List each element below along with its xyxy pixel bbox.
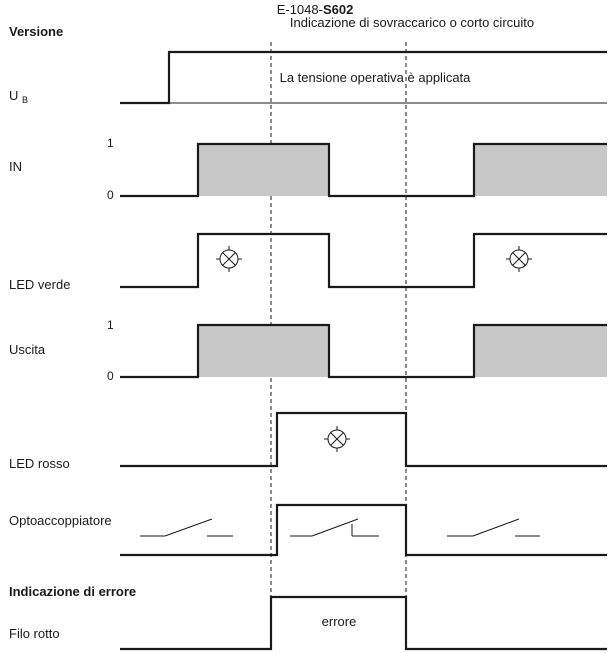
- diagram-subtitle: Indicazione di sovraccarico o corto circ…: [289, 15, 535, 30]
- in-high-tick: 1: [107, 136, 114, 150]
- led-rosso-waveform: [120, 411, 607, 468]
- model-prefix: E-1048-: [276, 2, 323, 17]
- uscita-pulse-fill-1: [198, 325, 329, 377]
- error-section-title: Indicazione di errore: [9, 584, 137, 599]
- model-suffix: S602: [322, 2, 354, 17]
- opto-waveform: [120, 503, 607, 557]
- filo-rotto-label: Filo rotto: [9, 626, 60, 641]
- error-box-text: errore: [321, 614, 357, 629]
- filo-rotto-waveform: [120, 595, 607, 651]
- led-rosso-label: LED rosso: [9, 456, 70, 471]
- lamp-icon: [324, 426, 350, 452]
- lamp-icon: [506, 246, 532, 272]
- uscita-label: Uscita: [9, 342, 46, 357]
- in-low-tick: 0: [107, 188, 114, 202]
- in-waveform: [120, 142, 607, 198]
- ub-note: La tensione operativa è applicata: [279, 70, 471, 85]
- in-pulse-fill-1: [198, 144, 329, 196]
- ub-label-sub: B: [22, 95, 29, 105]
- switch-closed-icon: [290, 518, 379, 537]
- ub-waveform: [120, 50, 607, 105]
- uscita-pulse-fill-2: [474, 325, 607, 377]
- ub-label: U B: [9, 88, 29, 105]
- led-verde-waveform: [120, 232, 607, 289]
- ub-label-main: U: [9, 88, 19, 103]
- version-label: Versione: [9, 24, 64, 39]
- uscita-low-tick: 0: [107, 369, 114, 383]
- switch-open-icon: [140, 518, 233, 537]
- opto-label: Optoaccoppiatore: [9, 513, 112, 528]
- in-pulse-fill-2: [474, 144, 607, 196]
- uscita-high-tick: 1: [107, 318, 114, 332]
- lamp-icon: [216, 246, 242, 272]
- uscita-waveform: [120, 323, 607, 379]
- in-label: IN: [9, 159, 22, 174]
- switch-open-icon: [447, 518, 540, 537]
- led-verde-label: LED verde: [9, 277, 71, 292]
